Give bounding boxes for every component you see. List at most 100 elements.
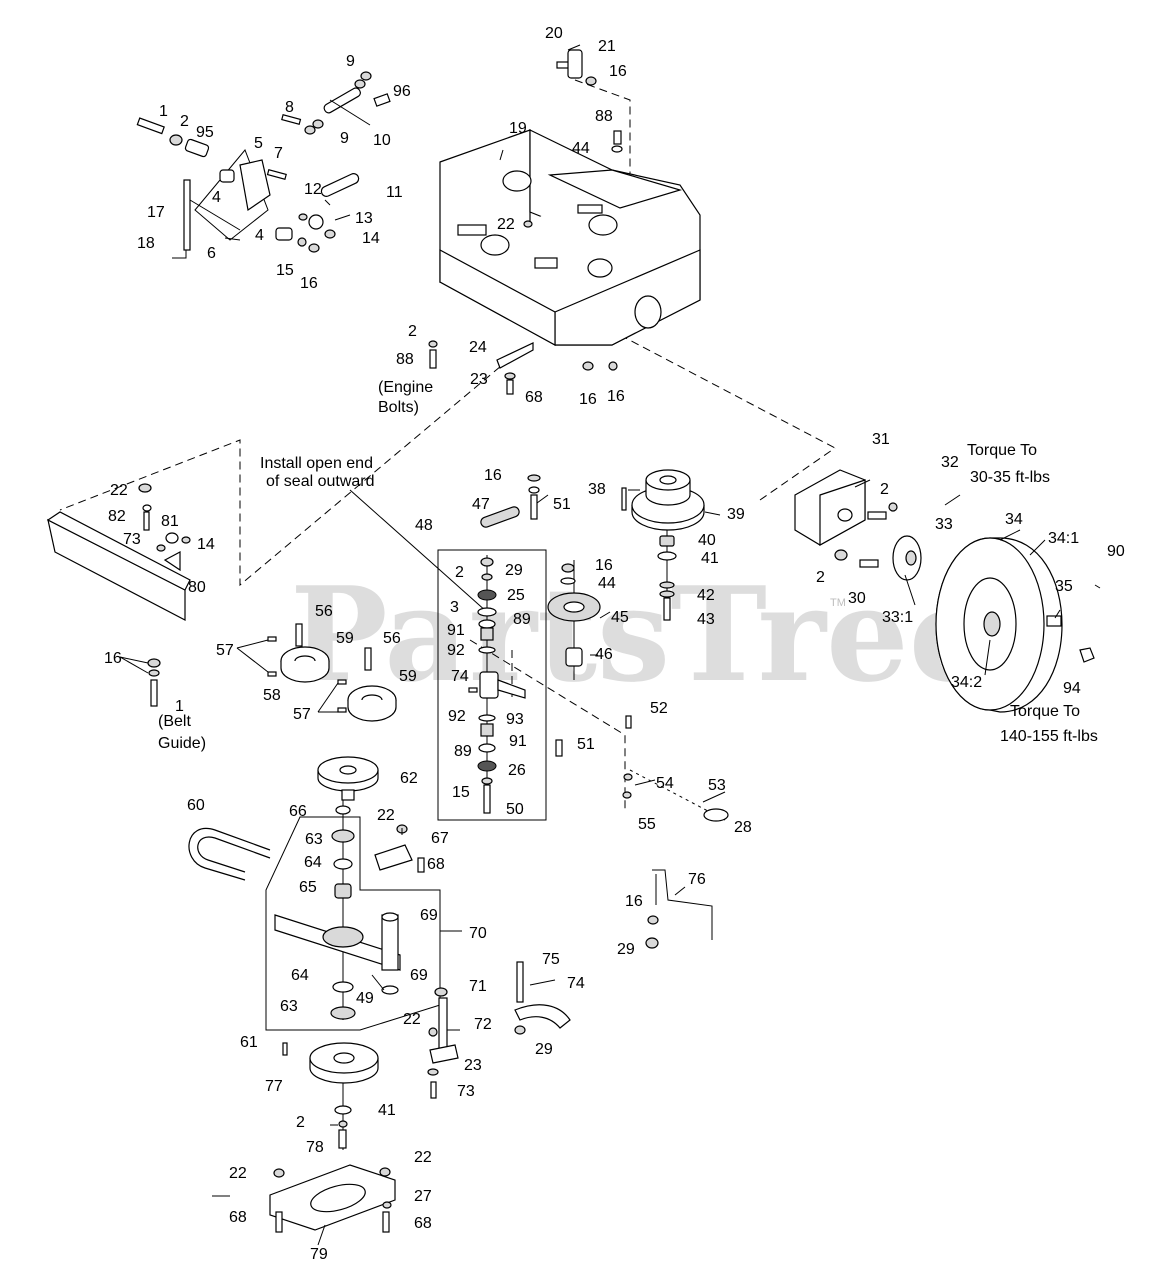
spring-47 (480, 474, 563, 757)
plate-79 (269, 1164, 396, 1233)
callout: 32 (941, 454, 959, 471)
callout: 74 (451, 668, 469, 685)
callout: 2 (455, 564, 464, 581)
callout: 15 (452, 784, 470, 801)
callout: 22 (414, 1149, 432, 1166)
trademark: TM (830, 597, 846, 609)
note-torque-hub-1: Torque To (967, 442, 1037, 459)
callout: 6 (207, 245, 216, 262)
callout: 90 (1107, 543, 1125, 560)
callout: 51 (577, 736, 595, 753)
callout: 8 (285, 99, 294, 116)
callout: 65 (299, 879, 317, 896)
lever-76 (645, 869, 713, 949)
callout: 96 (393, 83, 411, 100)
callout: 25 (507, 587, 525, 604)
callout: 39 (727, 506, 745, 523)
callout: 2 (880, 481, 889, 498)
callout: 16 (609, 63, 627, 80)
callout: 57 (216, 642, 234, 659)
note-belt-guide-2: Guide) (158, 735, 206, 752)
callout: 22 (229, 1165, 247, 1182)
callout: 1 (175, 698, 184, 715)
callout: 91 (447, 622, 465, 639)
callout: 49 (356, 990, 374, 1007)
note-engine-bolts-2: Bolts) (378, 399, 419, 416)
note-torque-hub-2: 30-35 ft-lbs (970, 469, 1050, 486)
callout: 72 (474, 1016, 492, 1033)
callout: 75 (542, 951, 560, 968)
callout: 16 (484, 467, 502, 484)
callout: 68 (414, 1215, 432, 1232)
pulley-39 (621, 469, 705, 621)
callout-numbers: 20 21 16 9 96 1 2 95 8 10 9 88 44 19 5 7… (104, 25, 1125, 1263)
callout: 92 (448, 708, 466, 725)
callout: 55 (638, 816, 656, 833)
callout: 69 (420, 907, 438, 924)
brake-linkage (136, 71, 391, 259)
callout: 22 (377, 807, 395, 824)
chain-53 (622, 715, 729, 822)
callout: 69 (410, 967, 428, 984)
callout: 41 (701, 550, 719, 567)
callout: 95 (196, 124, 214, 141)
callout: 88 (396, 351, 414, 368)
callout: 34:1 (1048, 530, 1079, 547)
callout: 2 (296, 1114, 305, 1131)
spindle-assembly-48 (468, 557, 526, 814)
callout: 27 (414, 1188, 432, 1205)
callout: 3 (450, 599, 459, 616)
pulley-62 (274, 756, 425, 1020)
callout: 22 (403, 1011, 421, 1028)
callout: 1 (159, 103, 168, 120)
frame-19 (439, 129, 701, 347)
callout: 12 (304, 181, 322, 198)
callout: 70 (469, 925, 487, 942)
idler-pulley-45 (547, 563, 601, 667)
callout: 22 (110, 482, 128, 499)
callout: 14 (362, 230, 380, 247)
callout: 28 (734, 819, 752, 836)
wheel-assembly (794, 469, 1101, 713)
callout: 33 (935, 516, 953, 533)
callout: 15 (276, 262, 294, 279)
callout: 18 (137, 235, 155, 252)
callout: 20 (545, 25, 563, 42)
note-engine-bolts-1: (Engine (378, 379, 433, 396)
callout: 47 (472, 496, 490, 513)
callout: 21 (598, 38, 616, 55)
callout: 56 (315, 603, 333, 620)
callout: 56 (383, 630, 401, 647)
callout-leaders (119, 44, 1061, 1246)
callout: 29 (535, 1041, 553, 1058)
watermark: PartsTree (290, 558, 991, 711)
callout: 22 (497, 216, 515, 233)
callout: 71 (469, 978, 487, 995)
callout: 11 (386, 184, 403, 201)
callout: 2 (816, 569, 825, 586)
callout: 64 (291, 967, 309, 984)
callout: 43 (697, 611, 715, 628)
callout: 59 (336, 630, 354, 647)
note-torque-wheel-1: Torque To (1010, 703, 1080, 720)
callout: 23 (464, 1057, 482, 1074)
callout: 68 (229, 1209, 247, 1226)
callout: 7 (274, 145, 283, 162)
callout: 77 (265, 1078, 283, 1095)
callout: 81 (161, 513, 179, 530)
callout: 48 (415, 517, 433, 534)
callout: 73 (457, 1083, 475, 1100)
callout: 4 (212, 189, 221, 206)
callout: 42 (697, 587, 715, 604)
note-torque-wheel-2: 140-155 ft-lbs (1000, 728, 1098, 745)
frame-hardware (428, 49, 623, 395)
callout: 16 (300, 275, 318, 292)
callout: 16 (607, 388, 625, 405)
callout: 89 (513, 611, 531, 628)
callout: 41 (378, 1102, 396, 1119)
callout: 53 (708, 777, 726, 794)
idler-pulleys-59 (267, 623, 397, 722)
note-seal-2: of seal outward (266, 473, 375, 490)
callout: 54 (656, 775, 674, 792)
callout: 60 (187, 797, 205, 814)
